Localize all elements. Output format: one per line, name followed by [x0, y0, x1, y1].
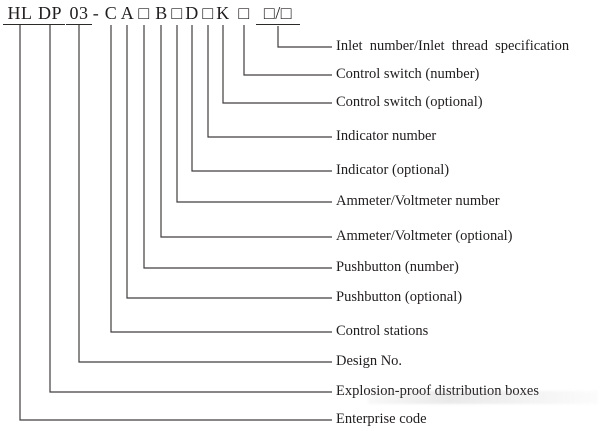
- connector-enterprise: [19, 25, 332, 421]
- label-distribution-boxes: Explosion-proof distribution boxes: [336, 383, 539, 399]
- label-ammeter-voltmeter-number: Ammeter/Voltmeter number: [336, 193, 500, 209]
- label-control-switch-number: Control switch (number): [336, 66, 480, 82]
- connector-pushbutton-optional: [126, 25, 332, 299]
- code-segment-design-no: 03: [66, 3, 92, 25]
- code-segment-control-stations: C: [104, 3, 118, 23]
- code-segment-pushbutton-optional: A: [120, 3, 135, 23]
- connector-design-no: [78, 25, 332, 363]
- code-segment-switch-number: □: [238, 3, 250, 23]
- connector-switch-optional: [222, 25, 332, 104]
- label-inlet-spec: Inlet number/Inlet thread specification: [336, 38, 570, 54]
- label-pushbutton-optional: Pushbutton (optional): [336, 289, 463, 305]
- connector-pushbutton-number: [143, 25, 332, 269]
- code-segment-switch-optional: K: [216, 3, 230, 23]
- connector-ammeter-optional: [160, 25, 332, 238]
- connector-control-stations: [110, 25, 332, 333]
- label-pushbutton-number: Pushbutton (number): [336, 259, 459, 275]
- code-segment-enterprise: HL: [3, 3, 37, 25]
- label-enterprise-code: Enterprise code: [336, 411, 427, 427]
- code-segment-pushbutton-number: □: [138, 3, 150, 23]
- connector-indicator-number: [207, 25, 332, 138]
- label-control-switch-optional: Control switch (optional): [336, 94, 483, 110]
- code-segment-indicator-number: □: [202, 3, 214, 23]
- label-control-stations: Control stations: [336, 323, 429, 339]
- code-segment-ammeter-number: □: [171, 3, 183, 23]
- connector-switch-number: [243, 25, 332, 76]
- connector-indicator-optional: [191, 25, 332, 172]
- connector-product-type: [49, 25, 332, 393]
- code-segment-indicator-optional: D: [185, 3, 199, 23]
- connector-ammeter-number: [176, 25, 332, 203]
- label-design-no: Design No.: [336, 353, 403, 369]
- code-segment-product-type: DP: [35, 3, 65, 25]
- code-segment-inlet-spec: □/□: [256, 3, 300, 25]
- connector-inlet-spec: [277, 26, 332, 48]
- label-indicator-optional: Indicator (optional): [336, 162, 450, 178]
- label-indicator-number: Indicator number: [336, 128, 437, 144]
- code-separator-dash: -: [92, 3, 100, 23]
- label-ammeter-voltmeter-optional: Ammeter/Voltmeter (optional): [336, 228, 513, 244]
- code-segment-ammeter-optional: B: [155, 3, 168, 23]
